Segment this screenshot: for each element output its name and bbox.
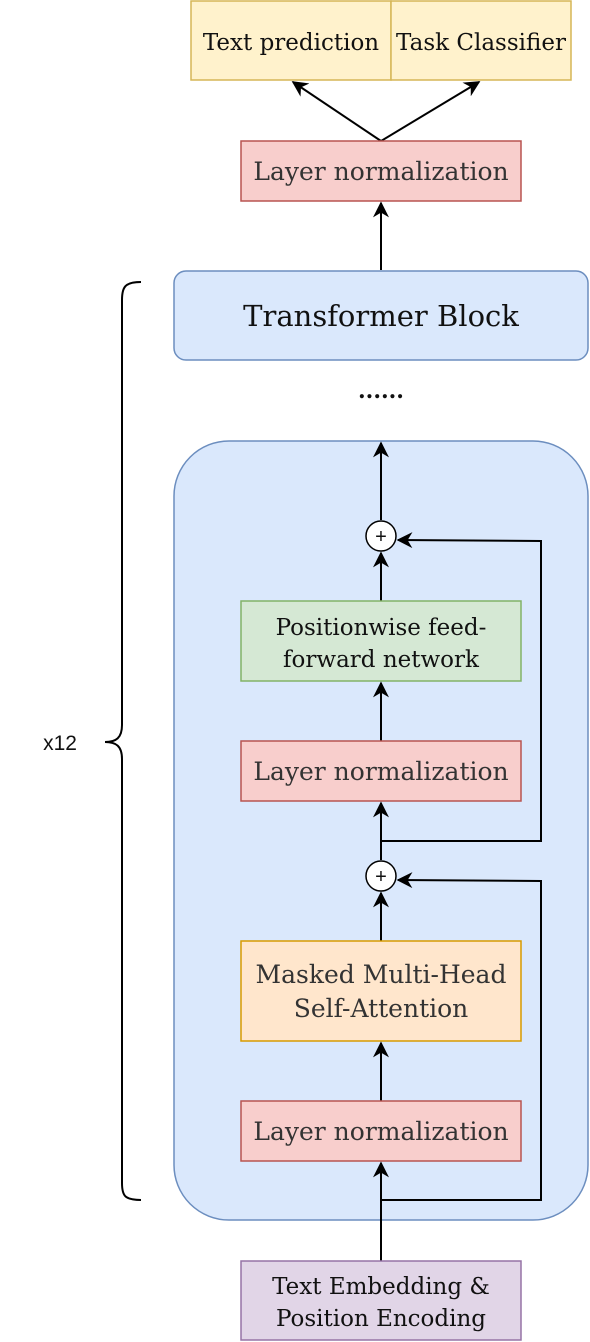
add-node-1-label: + xyxy=(375,866,387,888)
final-layer-norm-label: Layer normalization xyxy=(253,157,508,186)
input-embedding-box xyxy=(240,1260,522,1341)
ffn-label-line1: Positionwise feed- xyxy=(276,615,487,641)
repeat-brace xyxy=(104,281,142,1201)
ellipsis: ...... xyxy=(358,378,404,404)
final-layer-norm-box xyxy=(240,140,522,202)
ffn-box xyxy=(240,600,522,682)
layer-norm-1-box xyxy=(240,1100,522,1162)
transformer-block-box xyxy=(173,270,589,361)
add-node-2-label: + xyxy=(375,526,387,548)
text-prediction-box xyxy=(190,0,392,81)
layer-norm-2-label: Layer normalization xyxy=(253,757,508,786)
input-embedding-line2: Position Encoding xyxy=(276,1306,486,1332)
ffn-label-line2: forward network xyxy=(283,647,480,673)
arrow-to-text-prediction xyxy=(291,81,382,142)
add-node-2 xyxy=(365,520,397,552)
transformer-block-label: Transformer Block xyxy=(243,299,519,333)
task-classifier-box xyxy=(390,0,572,81)
attention-label-line1: Masked Multi-Head xyxy=(256,960,507,989)
residual-connection-2 xyxy=(381,532,542,842)
attention-label-line2: Self-Attention xyxy=(294,994,469,1023)
residual-connection-1 xyxy=(381,872,542,1201)
add-node-1 xyxy=(365,860,397,892)
arrow-to-task-classifier xyxy=(380,81,481,142)
layer-norm-2-box xyxy=(240,740,522,802)
input-embedding-line1: Text Embedding & xyxy=(272,1274,490,1300)
layer-norm-1-label: Layer normalization xyxy=(253,1117,508,1146)
repeat-label: x12 xyxy=(43,732,77,755)
task-classifier-label: Task Classifier xyxy=(396,30,566,56)
text-prediction-label: Text prediction xyxy=(203,30,379,56)
attention-box xyxy=(240,940,522,1042)
